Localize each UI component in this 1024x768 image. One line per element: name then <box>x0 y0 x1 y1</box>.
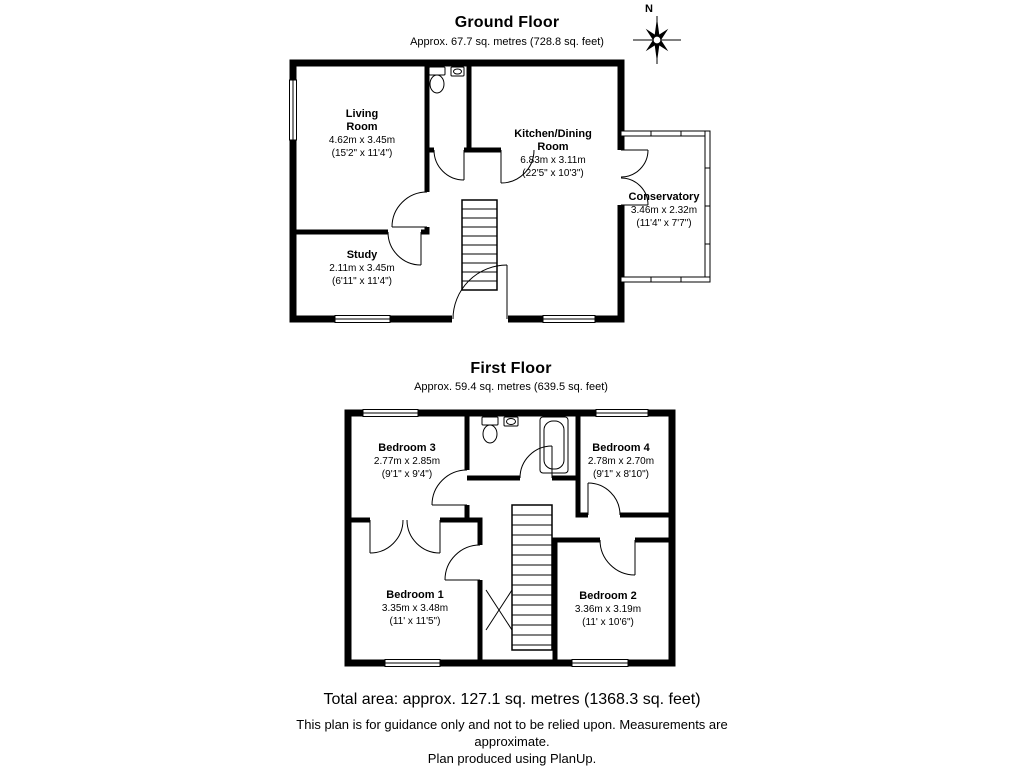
produced-by-text: Plan produced using PlanUp. <box>427 751 597 766</box>
ff-interior-walls <box>345 409 676 667</box>
compass-north-label: N <box>645 3 653 15</box>
room-dim-metric: 2.11m x 3.45m <box>329 263 395 274</box>
gf-windows <box>289 79 596 323</box>
toilet-icon <box>428 66 446 94</box>
ground-floor-plan <box>289 59 711 324</box>
toilet-icon <box>481 416 499 444</box>
room-dim-imperial: (11' x 10'6") <box>582 617 634 628</box>
room-dim-imperial: (15'2" x 11'4") <box>331 148 393 159</box>
room-dim-metric: 3.35m x 3.48m <box>381 603 449 614</box>
total-area-text: Total area: approx. 127.1 sq. metres (13… <box>323 691 701 708</box>
conservatory-glazing <box>620 130 711 283</box>
room-name-conservatory: Conservatory <box>628 191 700 203</box>
room-label-bedroom-3: Bedroom 3 2.77m x 2.85m (9'1" x 9'4") <box>374 442 440 481</box>
first-floor-plan <box>344 409 676 667</box>
ff-doors <box>369 445 636 581</box>
room-dim-imperial: (11' x 11'5") <box>389 616 441 627</box>
room-name-kitchen-dining: Kitchen/Dining Room <box>514 128 592 153</box>
stairs-first <box>485 504 553 651</box>
gf-front-door-opening <box>452 314 508 324</box>
first-floor-title: First Floor <box>470 360 552 377</box>
compass-rose-icon <box>633 16 681 64</box>
room-name-bedroom-3: Bedroom 3 <box>378 442 436 454</box>
room-name-living-room: Living Room <box>345 108 379 133</box>
room-dim-metric: 3.36m x 3.19m <box>574 604 642 615</box>
room-label-kitchen-dining: Kitchen/Dining Room 6.83m x 3.11m (22'5"… <box>508 128 598 180</box>
sink-icon <box>450 66 465 77</box>
gf-doors <box>387 149 649 320</box>
room-dim-imperial: (6'11" x 11'4") <box>331 276 393 287</box>
room-name-bedroom-4: Bedroom 4 <box>592 442 650 454</box>
room-label-bedroom-4: Bedroom 4 2.78m x 2.70m (9'1" x 8'10") <box>588 442 654 481</box>
room-dim-imperial: (9'1" x 8'10") <box>593 469 649 480</box>
room-name-study: Study <box>346 249 378 261</box>
room-name-bedroom-1: Bedroom 1 <box>386 589 444 601</box>
room-dim-metric: 6.83m x 3.11m <box>520 155 586 166</box>
room-label-bedroom-2: Bedroom 2 3.36m x 3.19m (11' x 10'6") <box>575 590 641 629</box>
ground-floor-subtitle: Approx. 67.7 sq. metres (728.8 sq. feet) <box>410 36 604 48</box>
sink-icon <box>503 416 519 427</box>
first-floor-subtitle: Approx. 59.4 sq. metres (639.5 sq. feet) <box>414 381 608 393</box>
room-dim-metric: 2.77m x 2.85m <box>373 456 441 467</box>
disclaimer-line-2: approximate. <box>474 734 550 749</box>
disclaimer-line-1: This plan is for guidance only and not t… <box>296 717 728 732</box>
room-name-bedroom-2: Bedroom 2 <box>579 590 637 602</box>
bathtub-icon <box>539 416 569 474</box>
room-dim-imperial: (11'4" x 7'7") <box>636 218 692 229</box>
room-label-conservatory: Conservatory 3.46m x 2.32m (11'4" x 7'7"… <box>629 191 700 230</box>
room-label-bedroom-1: Bedroom 1 3.35m x 3.48m (11' x 11'5") <box>382 589 448 628</box>
room-label-living-room: Living Room 4.62m x 3.45m (15'2" x 11'4"… <box>329 108 395 160</box>
ground-floor-title: Ground Floor <box>454 14 560 31</box>
stairs-ground <box>461 199 498 291</box>
room-dim-metric: 4.62m x 3.45m <box>328 135 396 146</box>
room-dim-metric: 2.78m x 2.70m <box>587 456 655 467</box>
room-dim-imperial: (9'1" x 9'4") <box>381 469 433 480</box>
room-dim-imperial: (22'5" x 10'3") <box>522 168 584 179</box>
ff-windows <box>362 409 649 667</box>
room-dim-metric: 3.46m x 2.32m <box>630 205 698 216</box>
gf-interior-walls <box>290 59 501 235</box>
room-label-study: Study 2.11m x 3.45m (6'11" x 11'4") <box>329 249 394 288</box>
